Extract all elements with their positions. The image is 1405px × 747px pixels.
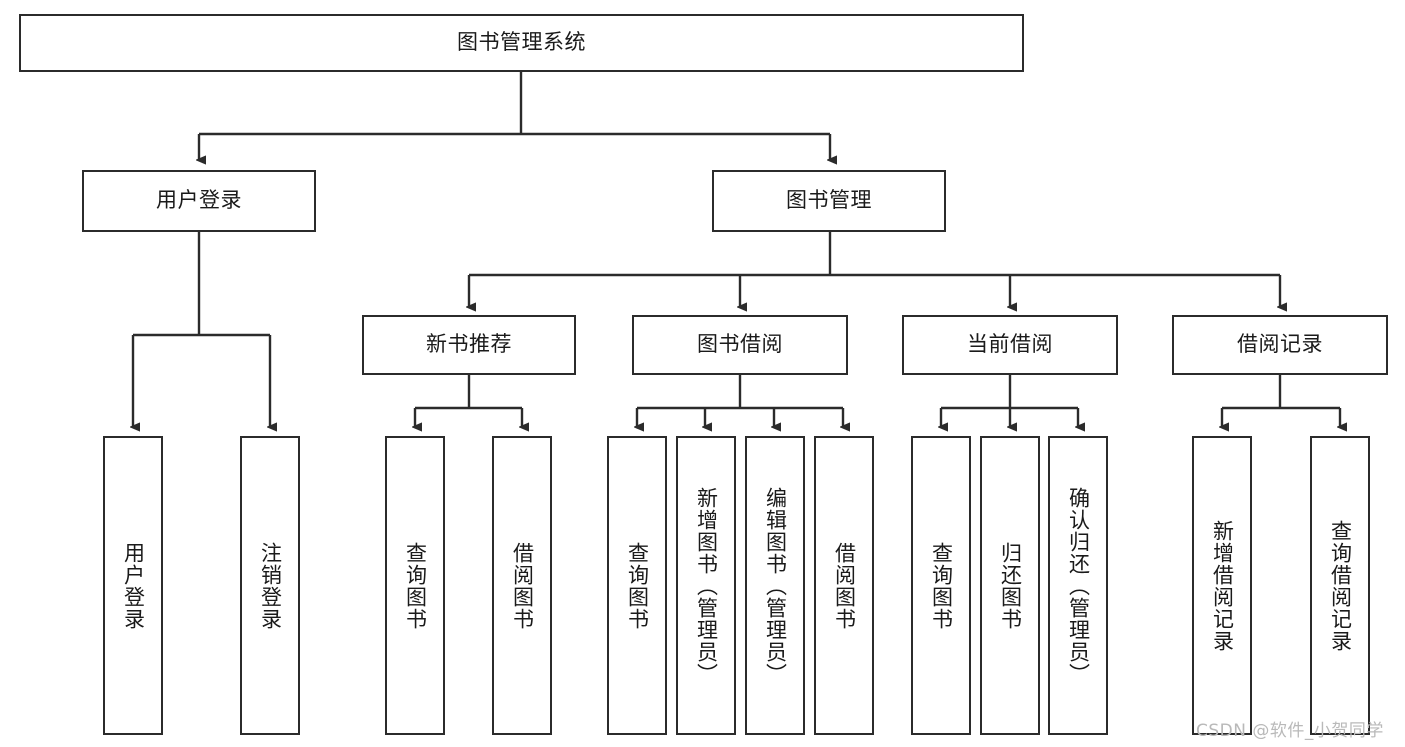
leaf-record-add-record[interactable]: 新增借阅记录: [1192, 436, 1252, 735]
node-label: 用户登录: [121, 541, 146, 630]
node-label: 借阅图书: [832, 541, 857, 630]
leaf-record-query-record[interactable]: 查询借阅记录: [1310, 436, 1370, 735]
node-label: 借阅记录: [1237, 332, 1323, 357]
node-label: 新增图书（管理员）: [694, 486, 719, 685]
node-label: 注销登录: [258, 541, 283, 630]
node-label: 确认归还（管理员）: [1066, 486, 1091, 685]
leaf-current-confirm-return-admin[interactable]: 确认归还（管理员）: [1048, 436, 1108, 735]
node-label: 新书推荐: [426, 332, 512, 357]
node-label: 用户登录: [156, 188, 242, 213]
node-label: 查询图书: [929, 541, 954, 630]
node-label: 新增借阅记录: [1210, 519, 1235, 652]
node-current-borrow[interactable]: 当前借阅: [902, 315, 1118, 375]
leaf-current-query-book[interactable]: 查询图书: [911, 436, 971, 735]
leaf-recommend-query-book[interactable]: 查询图书: [385, 436, 445, 735]
node-label: 图书管理系统: [457, 30, 586, 55]
node-label: 编辑图书（管理员）: [763, 486, 788, 685]
node-label: 查询图书: [403, 541, 428, 630]
leaf-recommend-borrow-book[interactable]: 借阅图书: [492, 436, 552, 735]
node-label: 归还图书: [998, 541, 1023, 630]
leaf-user-login-login[interactable]: 用户登录: [103, 436, 163, 735]
node-label: 借阅图书: [510, 541, 535, 630]
node-book-borrow[interactable]: 图书借阅: [632, 315, 848, 375]
leaf-user-login-logout[interactable]: 注销登录: [240, 436, 300, 735]
node-label: 当前借阅: [967, 332, 1053, 357]
node-book-management[interactable]: 图书管理: [712, 170, 946, 232]
leaf-borrow-query-book[interactable]: 查询图书: [607, 436, 667, 735]
node-label: 查询借阅记录: [1328, 519, 1353, 652]
leaf-borrow-add-book-admin[interactable]: 新增图书（管理员）: [676, 436, 736, 735]
node-label: 图书管理: [786, 188, 872, 213]
node-label: 图书借阅: [697, 332, 783, 357]
node-borrow-record[interactable]: 借阅记录: [1172, 315, 1388, 375]
leaf-current-return-book[interactable]: 归还图书: [980, 436, 1040, 735]
leaf-borrow-borrow-book[interactable]: 借阅图书: [814, 436, 874, 735]
leaf-borrow-edit-book-admin[interactable]: 编辑图书（管理员）: [745, 436, 805, 735]
node-root-system[interactable]: 图书管理系统: [19, 14, 1024, 72]
node-new-book-recommend[interactable]: 新书推荐: [362, 315, 576, 375]
node-user-login[interactable]: 用户登录: [82, 170, 316, 232]
node-label: 查询图书: [625, 541, 650, 630]
